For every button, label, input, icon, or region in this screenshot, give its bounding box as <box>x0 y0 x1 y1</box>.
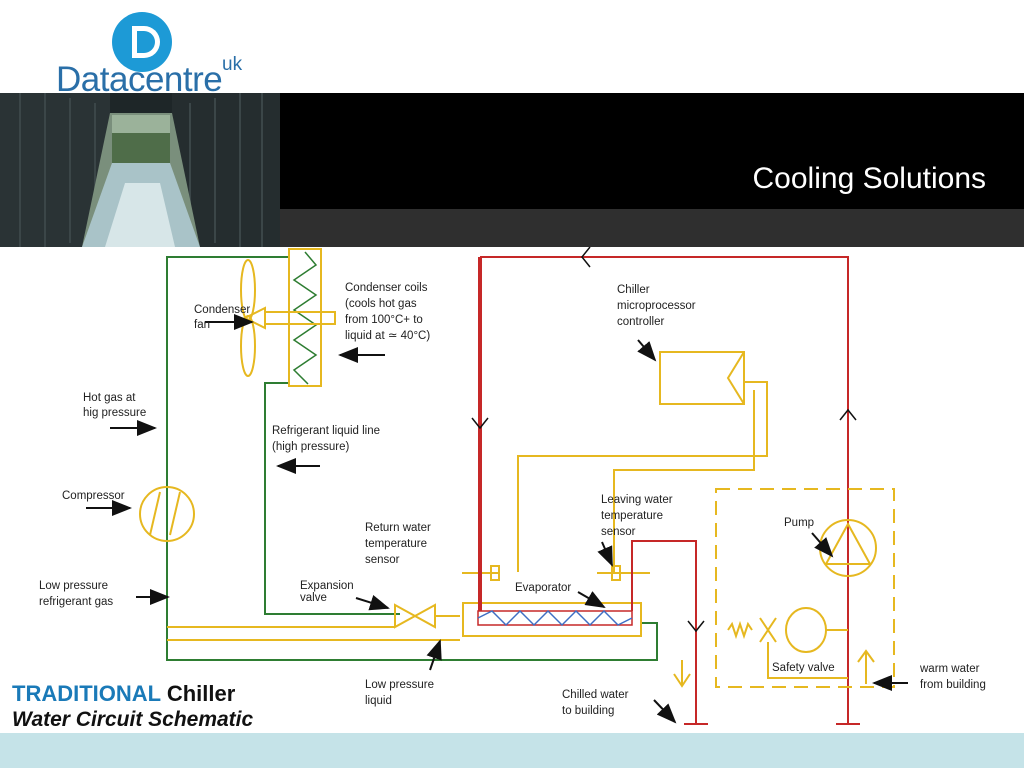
refrigerant-gas-pipe <box>166 256 658 661</box>
flow-direction-markers <box>471 247 857 633</box>
caption-line-1: TRADITIONAL Chiller <box>12 681 235 707</box>
caption-line-2: Water Circuit Schematic <box>12 708 254 731</box>
expansion-valve <box>394 603 436 629</box>
refrigerant-liquid-pipe <box>167 615 460 641</box>
logo-suffix: centre <box>127 60 223 99</box>
compressor <box>139 486 195 542</box>
caption-line-1-rest: Chiller <box>160 681 236 706</box>
chilled-water-pipe <box>478 256 860 725</box>
label-evaporator: Evaporator <box>515 582 571 594</box>
label-safety-valve: Safety valve <box>772 662 835 674</box>
header-photo <box>0 93 282 247</box>
pump-enclosure <box>715 488 895 688</box>
title-bar-underline <box>280 209 1024 247</box>
warm-water-indicator <box>673 649 875 688</box>
logo-text: Datacentre <box>56 60 223 100</box>
title-bar <box>280 93 1024 209</box>
label-refrigerant-liquid-line: Refrigerant liquid line(high pressure) <box>272 425 380 453</box>
evaporator <box>462 602 642 637</box>
caption-highlight: TRADITIONAL <box>12 681 161 706</box>
logo-prefix: Data <box>56 60 128 99</box>
page-title: Cooling Solutions <box>752 162 986 195</box>
chiller-controller <box>659 351 745 405</box>
server-room-image <box>0 93 282 247</box>
logo-d-icon <box>112 12 172 72</box>
safety-valve <box>727 607 848 679</box>
footer-band <box>0 733 1024 768</box>
label-pump: Pump <box>784 517 814 529</box>
label-arrows <box>86 314 908 724</box>
label-compressor: Compressor <box>62 490 125 502</box>
controller-wiring <box>462 381 768 581</box>
logo-superscript: uk <box>222 54 243 75</box>
